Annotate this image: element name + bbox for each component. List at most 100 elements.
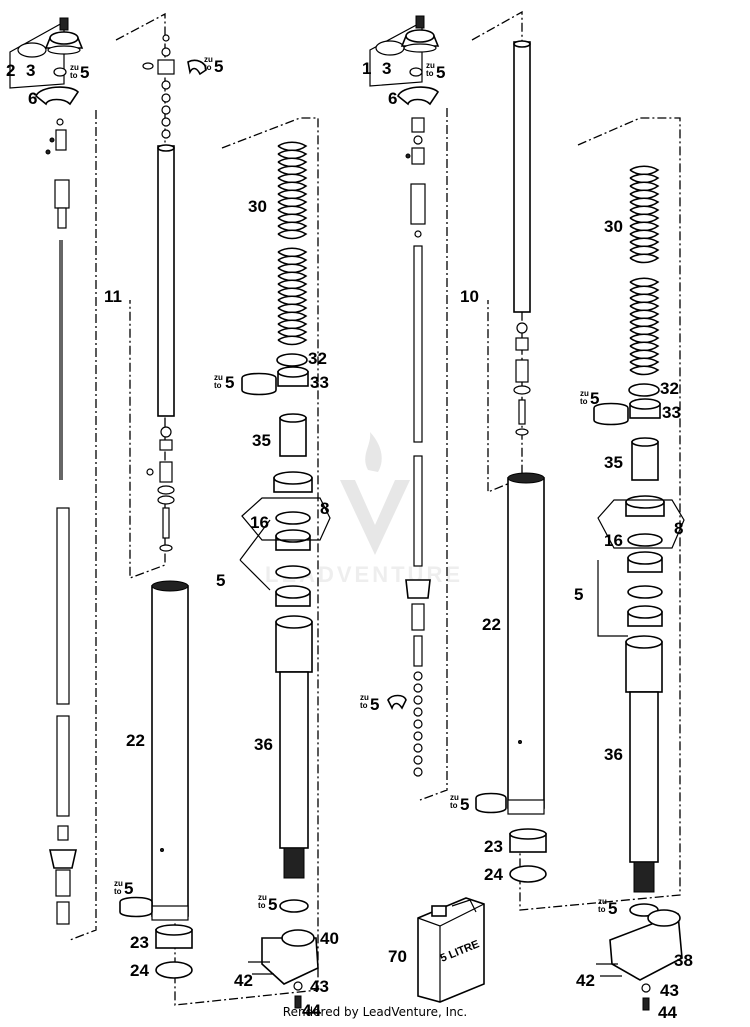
right-cap-group	[369, 15, 440, 106]
zu-text-4: zu	[214, 373, 223, 382]
spring-coil	[629, 189, 660, 200]
spring-coil	[629, 341, 660, 352]
right-spring	[629, 165, 660, 376]
label-42-b: 42	[576, 971, 595, 990]
screw-44-right	[642, 997, 650, 1011]
label-5-d: 5	[225, 373, 234, 392]
zu-text: zu	[70, 63, 79, 72]
label-8: 8	[320, 499, 329, 518]
left-slider-tube	[275, 615, 313, 879]
label-35: 35	[252, 431, 271, 450]
group-outline-11	[115, 12, 166, 579]
seal-23-right	[509, 828, 547, 853]
bushing-35-left	[279, 413, 307, 457]
zu-text-7: zu	[360, 693, 369, 702]
label-16: 16	[250, 513, 269, 532]
washer-43-left	[293, 981, 303, 991]
left-outer-tube	[151, 580, 189, 921]
to-text-8: to	[450, 801, 458, 810]
right-outer-tube	[507, 472, 545, 815]
label-5-k: 5	[574, 585, 583, 604]
right-damper-rod	[387, 117, 431, 777]
axle-clamp-38	[609, 909, 683, 981]
label-1: 1	[362, 59, 371, 78]
zu-text-3: zu	[114, 879, 123, 888]
spring-coil	[277, 181, 308, 192]
label-23: 23	[130, 933, 149, 952]
spring-coil	[629, 325, 660, 336]
ring-32-left	[276, 353, 308, 367]
spring-coil	[629, 245, 660, 256]
label-30-b: 30	[604, 217, 623, 236]
cap-oring	[17, 42, 47, 58]
bushing-5-right	[475, 792, 507, 814]
spring-coil	[277, 327, 308, 338]
bracket-16-8-right	[597, 499, 685, 549]
label-40: 40	[320, 929, 339, 948]
label-6: 6	[28, 89, 37, 108]
spring-coil	[277, 271, 308, 282]
right-slider-tube	[625, 635, 663, 893]
to-text-4: to	[214, 381, 222, 390]
spring-coil	[629, 221, 660, 232]
spring-coil	[277, 263, 308, 274]
screw-44-left	[294, 995, 302, 1009]
spring-coil	[277, 189, 308, 200]
zu-text-6: zu	[426, 61, 435, 70]
to-text-7: to	[360, 701, 368, 710]
label-5: 5	[80, 63, 89, 82]
label-24: 24	[130, 961, 149, 980]
ring-24-right	[509, 865, 547, 883]
label-22-b: 22	[482, 615, 501, 634]
label-33-b: 33	[662, 403, 681, 422]
group-outline-11-left	[69, 110, 97, 941]
spring-coil	[277, 229, 308, 240]
label-32-b: 32	[660, 379, 679, 398]
spring-coil	[629, 357, 660, 368]
seal-23-left	[155, 924, 193, 949]
spring-coil	[277, 157, 308, 168]
left-damper-rod	[45, 118, 77, 925]
spring-coil	[277, 141, 308, 152]
zu-text-10: zu	[598, 897, 607, 906]
spring-coil	[629, 205, 660, 216]
spring-coil	[629, 253, 660, 264]
spring-coil	[277, 311, 308, 322]
ring-32-right	[628, 383, 660, 397]
spring-coil	[629, 285, 660, 296]
spring-coil	[629, 293, 660, 304]
bushing-5-left	[119, 896, 153, 918]
label-38: 38	[674, 951, 693, 970]
spring-coil	[629, 213, 660, 224]
to-text-6: to	[426, 69, 434, 78]
to-text: to	[70, 71, 78, 80]
to-text-5: to	[258, 901, 266, 910]
label-5-c: 5	[124, 879, 133, 898]
group-outline-10-left	[419, 108, 448, 801]
spring-coil	[629, 309, 660, 320]
label-42: 42	[234, 971, 253, 990]
bracket-5-left	[239, 519, 271, 591]
bushing-35-right	[631, 437, 659, 481]
label-5-b: 5	[214, 57, 223, 76]
spring-coil	[629, 333, 660, 344]
washer-43-right	[641, 983, 651, 993]
bracket-5-right	[597, 560, 628, 637]
spring-coil	[277, 221, 308, 232]
zu-text-8: zu	[450, 793, 459, 802]
oring-5-left	[279, 899, 309, 913]
label-3: 3	[26, 61, 35, 80]
label-23-b: 23	[484, 837, 503, 856]
right-inner-tube	[513, 40, 531, 436]
spring-coil	[629, 317, 660, 328]
label-32: 32	[308, 349, 327, 368]
seal-stack-right	[625, 495, 665, 627]
bracket-16-8-left	[241, 497, 331, 541]
spring-coil	[629, 173, 660, 184]
clip-6-left	[35, 86, 80, 106]
left-inner-tube	[146, 144, 175, 552]
label-5-e: 5	[216, 571, 225, 590]
label-3-b: 3	[382, 59, 391, 78]
spring-coil	[277, 303, 308, 314]
